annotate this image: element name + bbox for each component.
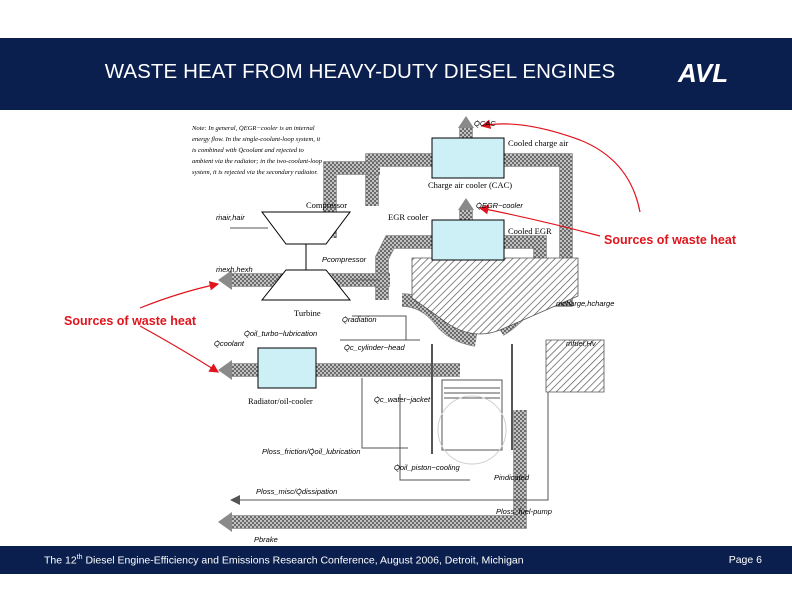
egr-cooler xyxy=(431,219,505,261)
avl-logo: AVL xyxy=(677,58,728,86)
note-line: ambient via the radiator; in the two-coo… xyxy=(192,158,323,165)
q-coolant-label: Q̇coolant xyxy=(214,339,245,348)
q-egr-cooler-label: Q̇EGR−cooler xyxy=(476,201,523,210)
note-line: system, it is rejected via the secondary… xyxy=(192,169,318,176)
cooled-egr-label: Cooled EGR xyxy=(508,226,552,236)
p-brake-label: Pbrake xyxy=(254,535,278,544)
note-line: energy flow. In the single-coolant-loop … xyxy=(192,136,320,143)
p-indicated-label: Pindicated xyxy=(494,473,530,482)
q-oil-turbo-label: Q̇oil_turbo−lubrication xyxy=(244,329,317,338)
egr-cooler-label: EGR cooler xyxy=(388,212,429,222)
p-loss-misc-label: Ploss_misc/Q̇dissipation xyxy=(256,487,337,496)
compressor-label: Compressor xyxy=(306,200,347,210)
p-compressor-label: Pcompressor xyxy=(322,255,367,264)
q-cylinder-head-label: Q̇c_cylinder−head xyxy=(344,343,405,352)
m-charge-label: ṁcharge,hcharge xyxy=(556,299,614,308)
callout-arrow-coolant xyxy=(139,325,220,373)
q-cac-label: Q̇CAC xyxy=(474,119,496,128)
exhaust-arrow xyxy=(218,270,232,290)
note-text: Note: In general, Q̇EGR−cooler is an int… xyxy=(191,125,323,176)
note-line: is combined with Q̇coolant and rejected … xyxy=(192,147,305,154)
p-loss-fuel-pump-label: Ploss_fuel-pump xyxy=(496,507,552,516)
cac-label: Charge air cooler (CAC) xyxy=(428,180,512,190)
brake-arrow xyxy=(218,512,232,532)
engine-block xyxy=(411,257,605,465)
page-title: WASTE HEAT FROM HEAVY-DUTY DIESEL ENGINE… xyxy=(104,60,616,83)
charge-air-cooler xyxy=(431,137,505,179)
q-oil-piston-label: Q̇oil_piston−cooling xyxy=(394,463,460,472)
q-cac-arrow xyxy=(458,116,474,128)
note-line: Note: In general, Q̇EGR−cooler is an int… xyxy=(191,125,315,132)
cooled-charge-air-label: Cooled charge air xyxy=(508,138,568,148)
avl-logo-text: AVL xyxy=(677,58,728,86)
m-fuel-label: ṁfuel,Hv xyxy=(566,339,597,348)
footer-conference-text: The 12th Diesel Engine-Efficiency and Em… xyxy=(44,554,524,567)
title-bar: WASTE HEAT FROM HEAVY-DUTY DIESEL ENGINE… xyxy=(0,38,792,110)
coolant-arrow xyxy=(218,360,232,380)
turbocharger xyxy=(230,211,380,301)
page-number: Page 6 xyxy=(728,554,762,566)
callout-arrow-cac xyxy=(480,119,641,213)
radiator-label: Radiator/oil-cooler xyxy=(248,396,313,406)
callout-waste-heat-left: Sources of waste heat xyxy=(64,314,197,328)
callout-arrow-egr xyxy=(478,204,601,237)
footer-text-part: Diesel Engine-Efficiency and Emissions R… xyxy=(82,554,524,567)
footer-sup: th xyxy=(76,554,83,561)
radiator-oil-cooler xyxy=(257,347,317,389)
turbine-label: Turbine xyxy=(294,308,321,318)
footer-bar: The 12th Diesel Engine-Efficiency and Em… xyxy=(0,546,792,574)
q-radiation-label: Q̇radiation xyxy=(342,315,377,324)
waste-heat-diagram: Note: In general, Q̇EGR−cooler is an int… xyxy=(64,116,737,544)
p-loss-friction-label: Ploss_friction/Q̇oil_lubrication xyxy=(262,447,360,456)
m-air-label: ṁair,hair xyxy=(216,213,245,222)
q-water-jacket-label: Q̇c_water−jacket xyxy=(374,395,431,404)
q-egr-arrow xyxy=(458,198,474,210)
footer-text-part: The 12 xyxy=(44,554,77,567)
m-exh-label: ṁexh,hexh xyxy=(216,265,253,274)
callout-arrow-exhaust xyxy=(139,281,220,309)
callout-waste-heat-right: Sources of waste heat xyxy=(604,233,737,247)
misc-loss-arrow xyxy=(230,495,240,505)
